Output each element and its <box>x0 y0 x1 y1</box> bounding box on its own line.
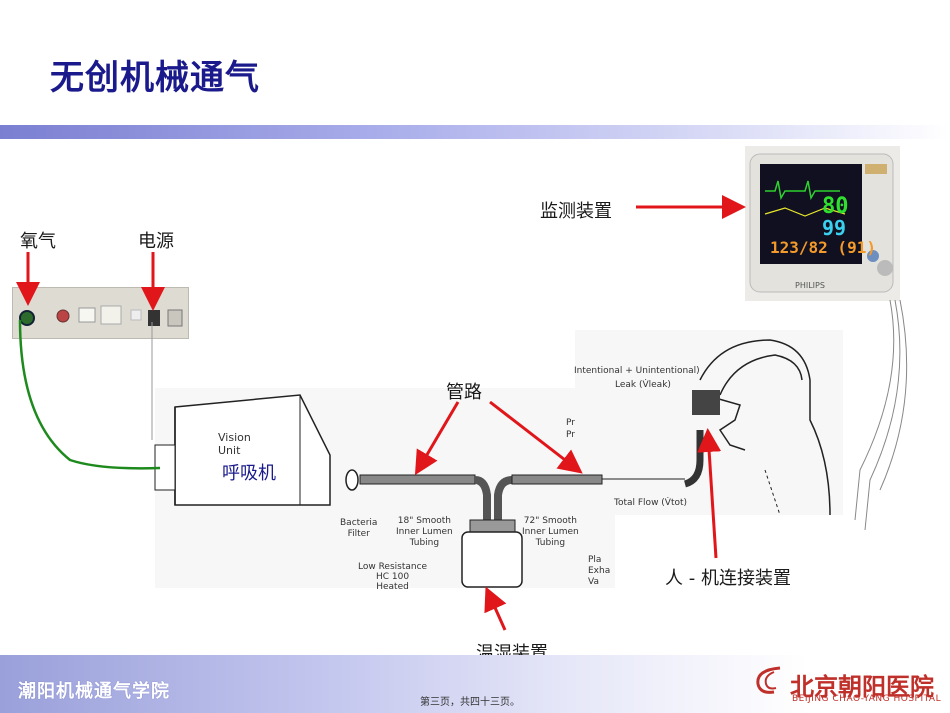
slide-title: 无创机械通气 <box>50 58 260 98</box>
hospital-logo-english: BEIJING CHAO-YANG HOSPITAL <box>792 694 942 704</box>
pla-text: Pla <box>588 555 602 565</box>
tube18-line1: 18" Smooth <box>397 516 451 526</box>
patient-monitor-graphic <box>749 153 894 293</box>
ventilator-label: 呼吸机 <box>222 463 276 484</box>
hc100-text: HC 100 <box>376 572 410 582</box>
leak-top-text: Intentional + Unintentional) <box>574 366 700 376</box>
pr2-text: Pr <box>566 430 575 440</box>
title-underline-band <box>0 125 950 139</box>
footer-band <box>0 655 950 713</box>
va-text: Va <box>588 577 599 587</box>
tubing-label: 管路 <box>446 382 482 403</box>
exha-text: Exha <box>588 566 611 576</box>
oxygen-port-icon <box>19 310 35 326</box>
tube18-line3: Tubing <box>409 538 440 548</box>
monitor-spo2-value: 99 <box>822 216 847 240</box>
lowres-text: Low Resistance <box>358 562 428 572</box>
interface-label: 人 - 机连接装置 <box>665 568 791 589</box>
tube72-line2: Inner Lumen <box>522 527 579 537</box>
pr1-text: Pr <box>566 418 575 428</box>
monitor-hr-value: 80 <box>822 194 849 219</box>
vision-text: Vision <box>218 431 251 444</box>
footer-academy-name: 潮阳机械通气学院 <box>18 681 170 702</box>
tube72-line3: Tubing <box>535 538 566 548</box>
monitor-bp-value: 123/82 (91) <box>770 238 876 257</box>
totalflow-text: Total Flow (V̇tot) <box>614 498 688 508</box>
power-label: 电源 <box>138 231 174 252</box>
heated-text: Heated <box>376 582 409 592</box>
page-number: 第三页，共四十三页。 <box>420 697 520 708</box>
hospital-logo-chinese: 北京朝阳医院 <box>790 673 934 701</box>
monitor-label: 监测装置 <box>540 201 612 222</box>
bacteria-text: Bacteria <box>340 518 378 528</box>
tube72-line1: 72" Smooth <box>523 516 577 526</box>
patient-mask-diagram <box>575 330 843 515</box>
leak-text: Leak (V̇leak) <box>615 380 671 390</box>
hospital-logo-icon <box>756 666 781 694</box>
unit-text: Unit <box>218 444 241 457</box>
tube18-line2: Inner Lumen <box>396 527 453 537</box>
oxygen-label: 氧气 <box>20 231 56 252</box>
filter-text: Filter <box>347 529 370 539</box>
patient-monitor-photo <box>745 146 900 301</box>
monitor-brand: PHILIPS <box>795 281 825 290</box>
